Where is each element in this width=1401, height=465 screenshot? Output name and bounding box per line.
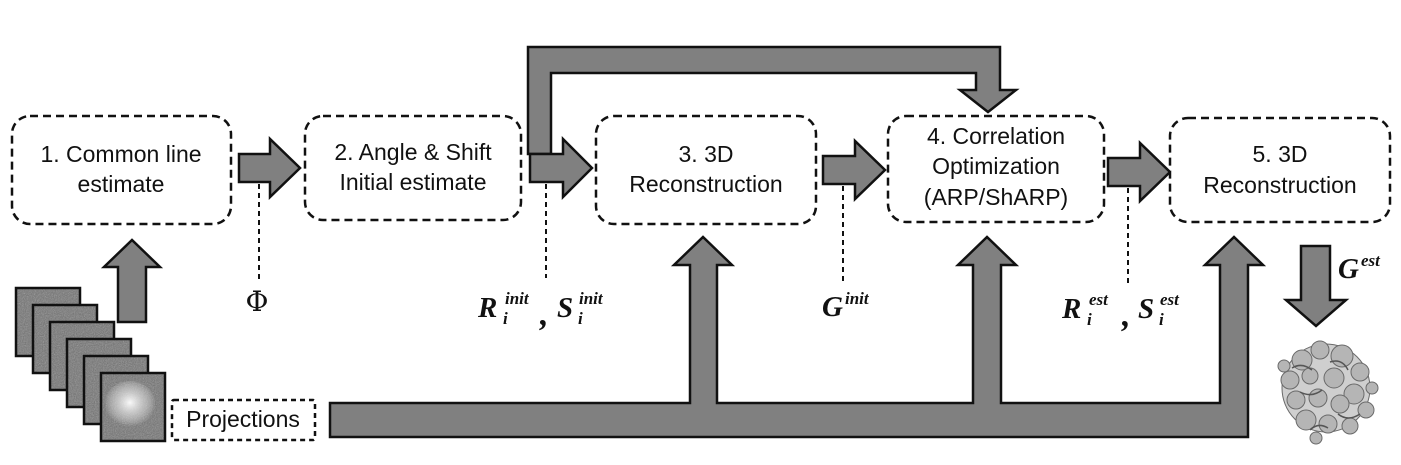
svg-text:R: R <box>1061 293 1081 325</box>
arrow-step1-to-step2 <box>237 136 302 200</box>
projection-image-front <box>99 371 167 443</box>
r-s-init-label: R init i , S init i <box>477 289 604 333</box>
step-1-line2: estimate <box>78 171 165 197</box>
projections-bus <box>328 235 1267 439</box>
svg-text:,: , <box>1121 297 1131 334</box>
svg-text:,: , <box>539 296 549 333</box>
s-init-subscript: i <box>578 309 583 328</box>
svg-text:init: init <box>505 289 530 308</box>
projections-label: Projections <box>186 406 300 432</box>
r-init-superscript: init <box>505 289 530 308</box>
svg-text:G: G <box>1338 253 1359 285</box>
step-3-line1: 3. 3D <box>679 141 734 167</box>
svg-text:init: init <box>579 289 604 308</box>
step-3-line2: Reconstruction <box>629 171 782 197</box>
r-init-subscript: i <box>503 309 508 328</box>
svg-text:i: i <box>1087 310 1092 329</box>
r-s-est-label: R est i , S est i <box>1061 290 1180 334</box>
step-2-box: 2. Angle & Shift Initial estimate <box>303 114 523 222</box>
step-5-line1: 5. 3D <box>1253 141 1308 167</box>
s-est-subscript: i <box>1159 310 1164 329</box>
step-3-box: 3. 3D Reconstruction <box>594 114 818 226</box>
svg-text:i: i <box>503 309 508 328</box>
svg-text:S: S <box>557 292 573 324</box>
step-4-line3: (ARP/ShARP) <box>924 184 1068 210</box>
s-est-superscript: est <box>1160 290 1180 309</box>
r-est-superscript: est <box>1089 290 1109 309</box>
r-est-subscript: i <box>1087 310 1092 329</box>
r-init-symbol: R <box>477 292 497 324</box>
reconstructed-structure-image <box>1277 340 1379 445</box>
g-init-label: G init <box>822 289 870 323</box>
g-init-symbol: G <box>822 291 843 323</box>
step-5-box: 5. 3D Reconstruction <box>1168 116 1392 224</box>
arrow-step3-to-step4 <box>821 138 887 202</box>
svg-text:est: est <box>1160 290 1180 309</box>
step-2-line1: 2. Angle & Shift <box>334 139 492 165</box>
step-2-line2: Initial estimate <box>339 169 486 195</box>
arrow-step5-to-structure <box>1282 244 1350 328</box>
projection-image-stack <box>14 286 167 443</box>
s-init-symbol: S <box>557 292 573 324</box>
svg-text:i: i <box>1159 310 1164 329</box>
step-1-box: 1. Common line estimate <box>10 114 233 226</box>
g-est-superscript: est <box>1361 251 1381 270</box>
step-4-line1: 4. Correlation <box>927 123 1065 149</box>
step-1-line1: 1. Common line <box>40 141 201 167</box>
r-est-symbol: R <box>1061 293 1081 325</box>
arrow-step2-to-step3 <box>528 135 594 201</box>
step-5-line2: Reconstruction <box>1203 172 1356 198</box>
svg-text:i: i <box>578 309 583 328</box>
step-4-line2: Optimization <box>932 153 1060 179</box>
g-init-superscript: init <box>845 289 870 308</box>
feedback-loop-arrow <box>526 45 1020 156</box>
s-init-superscript: init <box>579 289 604 308</box>
step-4-box: 4. Correlation Optimization (ARP/ShARP) <box>886 114 1106 224</box>
comma-separator: , <box>539 296 549 333</box>
svg-text:est: est <box>1089 290 1109 309</box>
g-est-label: G est <box>1338 251 1381 285</box>
g-est-symbol: G <box>1338 253 1359 285</box>
comma-separator: , <box>1121 297 1131 334</box>
svg-text:S: S <box>1138 293 1154 325</box>
svg-text:init: init <box>845 289 870 308</box>
s-est-symbol: S <box>1138 293 1154 325</box>
arrow-projections-to-step1 <box>100 238 164 324</box>
phi-symbol: Φ <box>246 285 269 318</box>
arrow-step4-to-step5 <box>1106 140 1172 204</box>
svg-text:est: est <box>1361 251 1381 270</box>
projections-label-box: Projections <box>170 398 317 442</box>
svg-text:G: G <box>822 291 843 323</box>
svg-text:R: R <box>477 292 497 324</box>
